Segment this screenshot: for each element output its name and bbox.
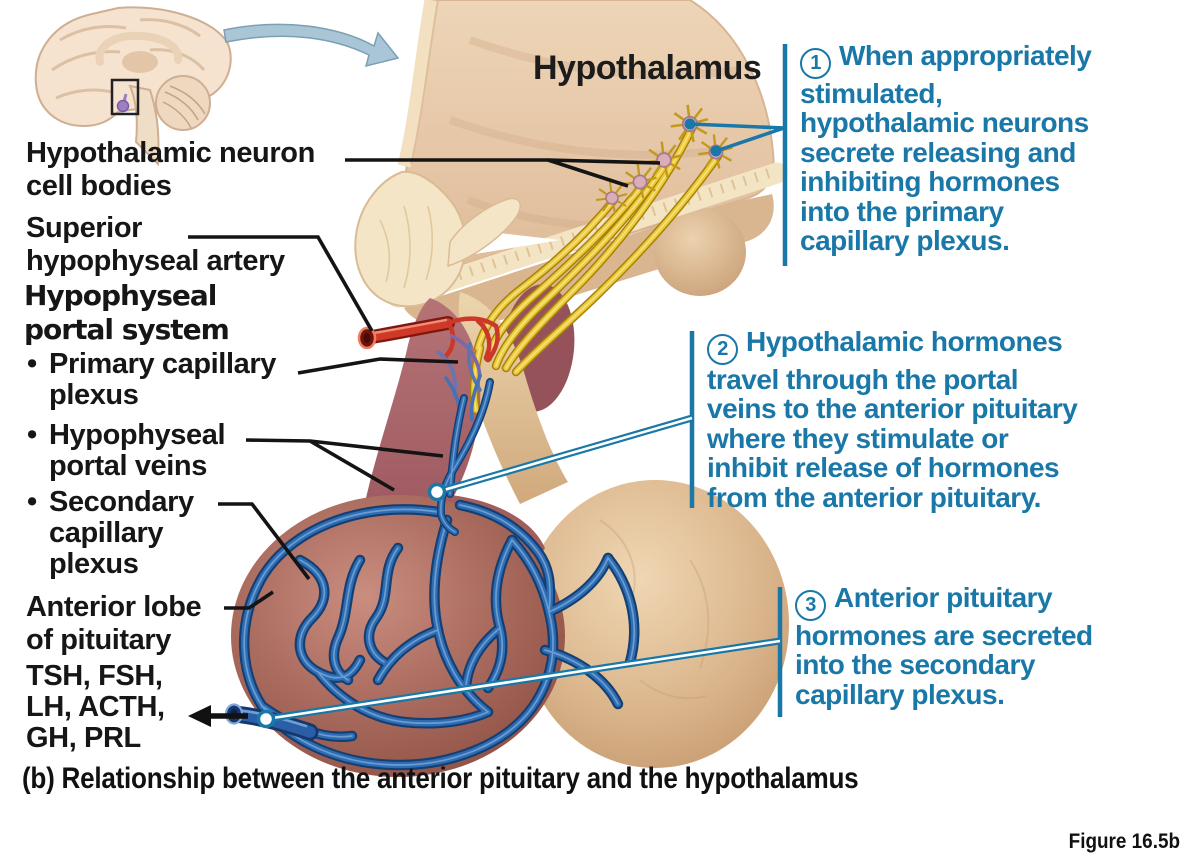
superior-hypophyseal-artery	[357, 316, 500, 363]
brain-inset	[34, 6, 400, 167]
bullet-marker: •	[27, 486, 37, 518]
figure-reference: Figure 16.5b	[1068, 830, 1180, 853]
bullet-marker: •	[27, 419, 37, 451]
transfer-arrow-icon	[223, 23, 400, 68]
callout-connectors	[256, 44, 788, 729]
thalamus	[122, 51, 158, 73]
pituitary-dot	[116, 99, 130, 113]
hypothalamus-label: Hypothalamus	[533, 49, 762, 87]
hypothalamus-tissue	[354, 0, 788, 333]
figure-caption: (b) Relationship between the anterior pi…	[22, 762, 859, 795]
posterior-lobe	[521, 480, 789, 768]
mammillary-bump	[654, 208, 746, 296]
bullet-marker: •	[27, 348, 37, 380]
callout-2-number: 2	[707, 333, 738, 365]
hormone-release-arrow-icon	[188, 705, 248, 727]
callout-3-number: 3	[795, 589, 826, 621]
boxed-region-outline	[110, 78, 140, 116]
label-hormones-list: TSH, FSH,LH, ACTH,GH, PRL	[26, 660, 165, 754]
leader-lines	[188, 158, 661, 610]
brain-fold	[354, 0, 521, 308]
corpus-callosum	[95, 31, 183, 66]
neural-stalk	[458, 292, 568, 504]
callout-1-number: 1	[800, 47, 831, 79]
gyri-texture	[51, 18, 206, 100]
